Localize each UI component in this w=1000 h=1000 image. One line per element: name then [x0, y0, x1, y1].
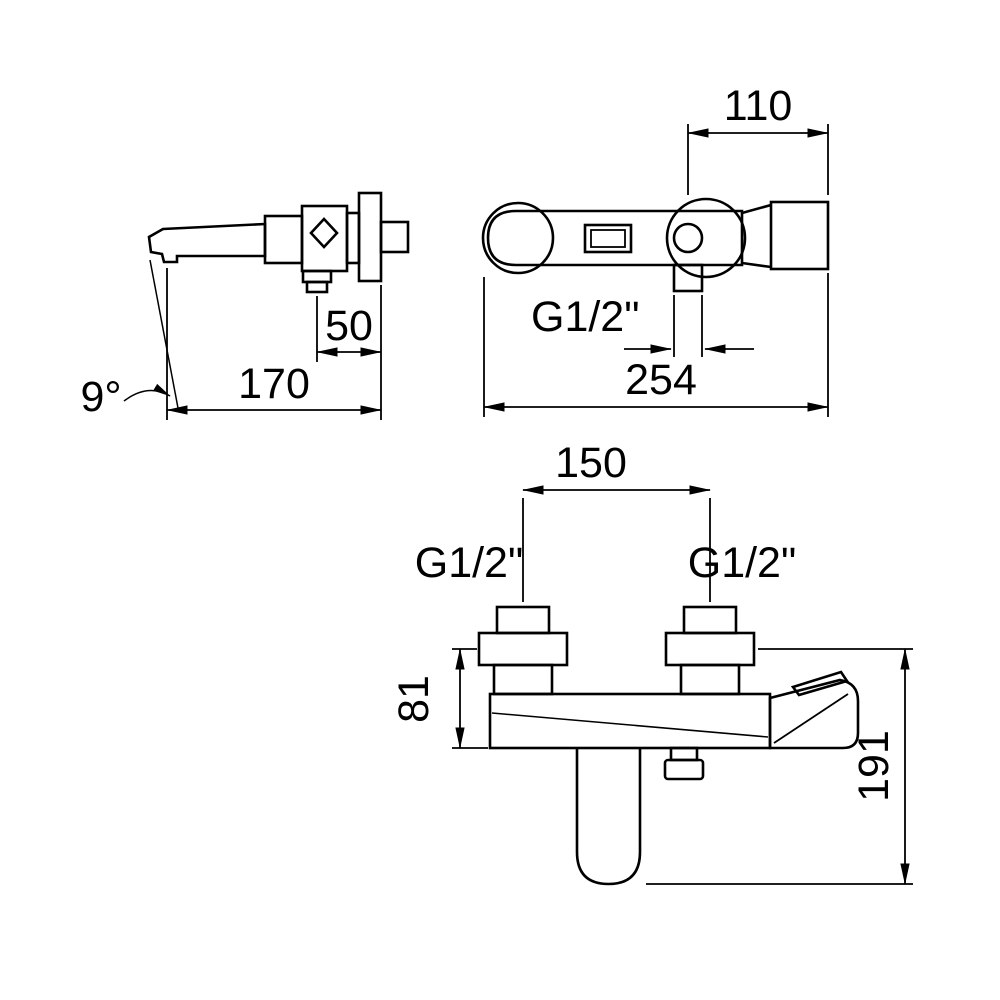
side-body-diamond-mark	[309, 217, 339, 249]
dim-191-label: 191	[850, 730, 898, 802]
dim-150-label: 150	[555, 439, 627, 487]
dimension-outlet-thread: G1/2"	[531, 293, 754, 357]
front-handle-lever-tip	[790, 670, 850, 697]
front-right-flange	[664, 631, 756, 667]
dim-angle-label: 9°	[80, 373, 121, 421]
front-right-neck	[679, 663, 741, 696]
front-left-flange	[477, 631, 569, 667]
top-window-outer	[583, 223, 633, 254]
front-body-contour-line	[491, 712, 769, 738]
dim-170-label: 170	[238, 360, 310, 408]
top-window-inner	[590, 229, 626, 248]
dimension-110: 110	[687, 82, 829, 195]
dim-254-label: 254	[625, 356, 697, 404]
dimension-81: 81	[390, 648, 488, 749]
side-spout-outline	[147, 222, 267, 264]
front-diverter-stem	[669, 746, 699, 762]
top-cartridge-circle	[672, 222, 704, 254]
dimension-50: 50	[316, 285, 382, 362]
top-right-flange-circle	[665, 197, 747, 279]
side-body-outline	[300, 204, 349, 273]
left-thread-label: G1/2"	[415, 539, 524, 587]
front-diverter-knob	[663, 758, 705, 781]
front-spout-outline	[575, 748, 642, 886]
side-wall-flange	[357, 191, 383, 283]
front-view: 150 G1/2" G1/2" 81 191	[390, 439, 913, 886]
dimension-254: 254	[483, 273, 829, 417]
top-handle-neck-bottom	[741, 261, 772, 269]
front-left-nut	[495, 605, 551, 635]
top-outlet-stub	[672, 263, 704, 293]
dim-81-label: 81	[390, 675, 438, 723]
front-body-outline	[488, 692, 772, 750]
top-view: 110 G1/2" 254	[481, 82, 830, 417]
front-handle-contour-line	[773, 693, 849, 744]
dimension-angle-9: 9°	[80, 259, 179, 421]
side-outlet-lower	[305, 280, 329, 294]
top-body-outline	[486, 209, 744, 267]
side-wall-piece	[379, 220, 410, 254]
outlet-thread-label: G1/2"	[531, 293, 640, 341]
front-right-nut	[682, 605, 738, 635]
dimension-170: 170	[166, 268, 382, 420]
side-valve-outline	[263, 214, 304, 265]
dim-50-label: 50	[325, 302, 373, 350]
top-left-flange-circle	[481, 201, 555, 275]
dimension-191: 191	[646, 648, 913, 885]
side-view: 50 170 9°	[80, 191, 410, 421]
dimension-150: 150	[522, 439, 711, 602]
front-left-neck	[492, 663, 554, 696]
dim-110-label: 110	[724, 82, 793, 130]
side-connector	[345, 211, 361, 265]
top-handle-outline	[769, 200, 830, 271]
right-thread-label: G1/2"	[688, 539, 797, 587]
top-handle-neck-top	[741, 203, 772, 215]
side-outlet-upper	[301, 269, 333, 284]
